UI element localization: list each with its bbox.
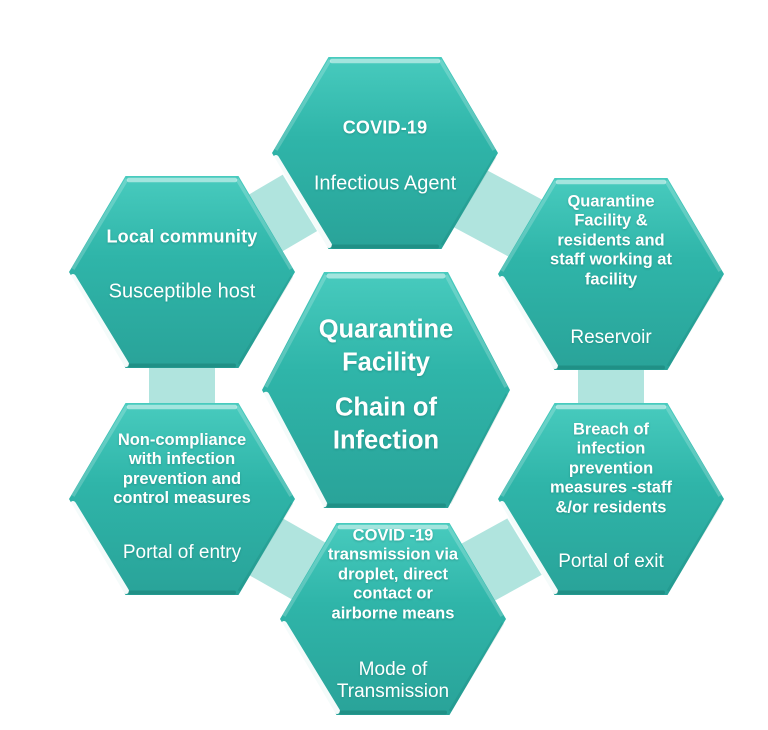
bevel-upper-right: [446, 525, 504, 617]
bevel-lower-right-shade: [448, 622, 505, 712]
bevel-upper-right: [438, 59, 496, 151]
node-susceptible-host-role: Susceptible host: [108, 280, 256, 303]
node-reservoir-header: Quarantine Facility & residents and staf…: [550, 192, 672, 289]
bevel-upper-left: [264, 274, 328, 388]
bevel-highlight-stripe: [499, 276, 558, 369]
hexagon-shape: [280, 523, 506, 715]
node-portal-of-entry-header: Non-compliance with infection prevention…: [113, 431, 251, 508]
hexagon-reservoir: [498, 178, 724, 370]
center-title-bottom: Chain of Infection: [332, 393, 440, 454]
node-infectious-agent-role: Infectious Agent: [313, 172, 457, 195]
bevel-lower-right-shade: [237, 275, 294, 365]
node-portal-of-exit-role: Portal of exit: [558, 551, 664, 573]
bevel-upper-left: [500, 180, 558, 272]
hexagon-shape: [262, 272, 510, 508]
bevel-upper-right: [235, 405, 293, 497]
hexagon-susceptible-host: [69, 176, 295, 368]
node-mode-of-transmission-role: Mode of Transmission: [336, 659, 450, 702]
hexagon-shape: [498, 178, 724, 370]
bevel-highlight-stripe: [70, 274, 129, 367]
bevel-upper-right: [444, 274, 508, 388]
hexagon-infectious-agent: [272, 57, 498, 249]
node-mode-of-transmission-header: COVID -19 transmission via droplet, dire…: [327, 526, 459, 623]
bevel-upper-left: [71, 405, 129, 497]
node-portal-of-exit-header: Breach of infection prevention measures …: [550, 420, 672, 517]
hexagon-mode-of-transmission: [280, 523, 506, 715]
bevel-upper-right: [664, 405, 722, 497]
bevel-upper-left: [71, 178, 129, 270]
hexagon-portal-of-exit: [498, 403, 724, 595]
bevel-upper-left: [282, 525, 340, 617]
hexagon-center-title: [262, 272, 510, 508]
bevel-upper-left: [274, 59, 332, 151]
hexagon-shape: [69, 176, 295, 368]
node-infectious-agent-header: COVID-19: [342, 117, 428, 138]
bevel-highlight-stripe: [273, 155, 332, 248]
bevel-lower-right-shade: [448, 393, 509, 504]
node-portal-of-entry-role: Portal of entry: [122, 542, 242, 564]
node-susceptible-host-header: Local community: [106, 226, 258, 247]
bevel-highlight-stripe: [281, 621, 340, 714]
bevel-lower-right-shade: [666, 502, 723, 592]
bevel-highlight-stripe: [262, 391, 328, 508]
bevel-highlight-stripe: [70, 501, 129, 594]
bevel-upper-right: [664, 180, 722, 272]
hexagon-shape: [498, 403, 724, 595]
hexagon-shape: [69, 403, 295, 595]
bevel-lower-right-shade: [237, 502, 294, 592]
center-title-top: Quarantine Facility: [318, 315, 454, 376]
hexagon-portal-of-entry: [69, 403, 295, 595]
bevel-highlight-stripe: [499, 501, 558, 594]
bevel-lower-right-shade: [440, 156, 497, 246]
bevel-upper-left: [500, 405, 558, 497]
hexagon-shape: [272, 57, 498, 249]
bevel-upper-right: [235, 178, 293, 270]
node-reservoir-role: Reservoir: [570, 327, 652, 349]
bevel-lower-right-shade: [666, 277, 723, 367]
